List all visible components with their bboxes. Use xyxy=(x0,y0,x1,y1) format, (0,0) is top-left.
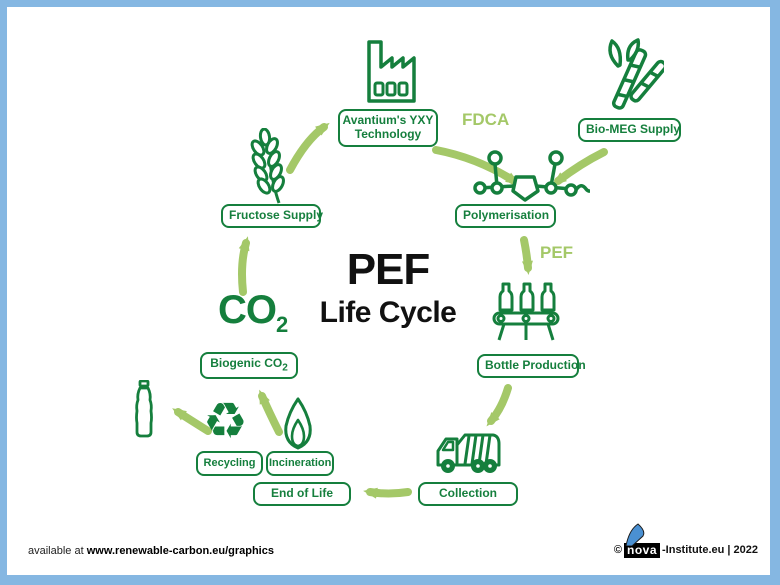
station-box-polymerisation: Polymerisation xyxy=(455,204,556,228)
credit-suffix: -Institute.eu | 2022 xyxy=(662,544,758,556)
station-box-fructose-supply: Fructose Supply xyxy=(221,204,323,228)
wheat-icon xyxy=(243,127,295,209)
fdca-flow-label: FDCA xyxy=(462,110,510,129)
copyright-symbol: © xyxy=(613,544,622,556)
station-box-bottle-production: Bottle Production xyxy=(477,354,586,378)
co2-emission-label: CO2 xyxy=(218,288,288,337)
station-box-avantium-yxy-technology: Avantium's YXY Technology xyxy=(338,109,438,147)
station-box-collection: Collection xyxy=(418,482,518,506)
availability-note: available at www.renewable-carbon.eu/gra… xyxy=(28,545,274,557)
plastic-bottle-icon xyxy=(133,379,155,443)
nova-logo-text: nova xyxy=(623,543,660,558)
recycling-symbol-icon: ♻ xyxy=(203,392,248,450)
station-box-end-of-life: End of Life xyxy=(253,482,351,506)
polymer-molecule-icon xyxy=(470,148,597,208)
station-box-recycling: Recycling xyxy=(196,451,263,476)
flame-icon xyxy=(281,396,315,457)
nova-logo: nova xyxy=(623,523,660,558)
bottling-line-icon xyxy=(492,278,562,351)
page-title: PEF Life Cycle xyxy=(288,248,488,330)
sugarcane-icon xyxy=(600,38,668,119)
graphics-url[interactable]: www.renewable-carbon.eu/graphics xyxy=(86,545,274,557)
nova-sail-icon xyxy=(625,523,645,546)
station-box-biogenic-co2: Biogenic CO2 xyxy=(200,352,298,379)
title-line1: PEF xyxy=(346,245,431,294)
title-line2: Life Cycle xyxy=(319,296,457,329)
station-box-incineration: Incineration xyxy=(266,451,334,476)
station-box-bio-meg-supply: Bio-MEG Supply xyxy=(578,118,681,142)
garbage-truck-icon xyxy=(435,424,503,479)
factory-icon xyxy=(360,40,418,109)
nova-institute-credit: © nova -Institute.eu | 2022 xyxy=(613,523,758,558)
pef-flow-label: PEF xyxy=(540,243,574,262)
